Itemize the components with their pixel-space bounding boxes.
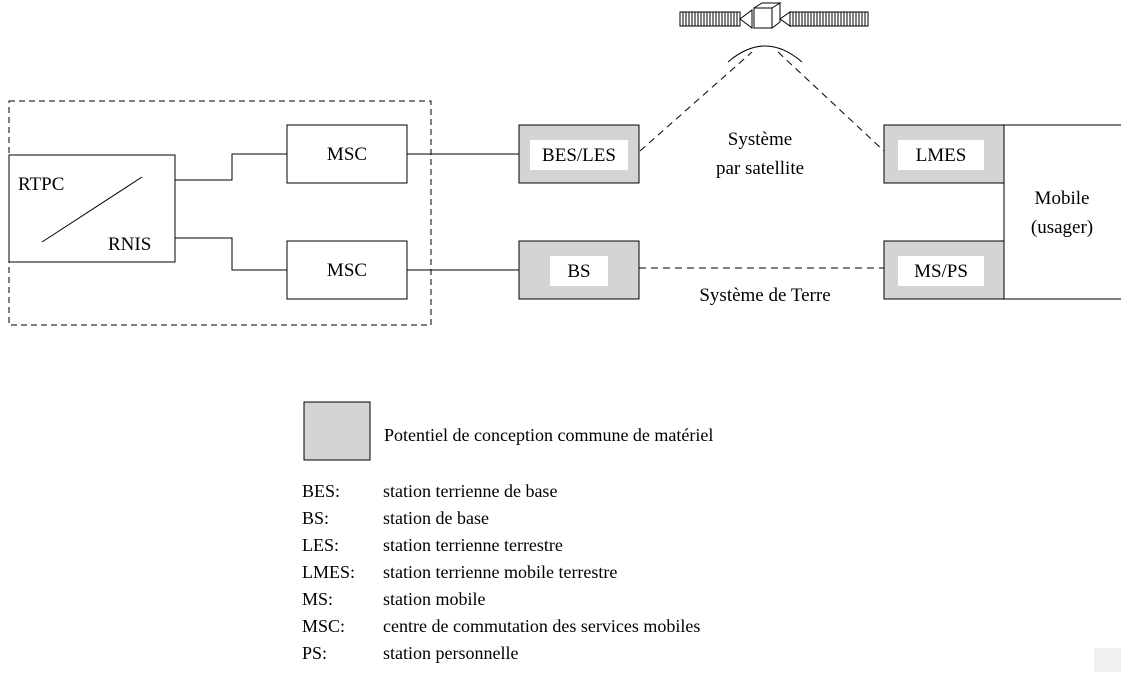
ms-ps-label-bg	[898, 256, 984, 286]
lmes-label: LMES	[916, 145, 967, 166]
bs-label-bg	[550, 256, 608, 286]
legend-desc: centre de commutation des services mobil…	[383, 616, 700, 636]
corner-mark	[1094, 648, 1121, 672]
satellite-beam-arc	[727, 45, 803, 63]
satellite-icon	[679, 2, 869, 29]
legend-abbr: LMES:	[302, 562, 355, 582]
mobile-label-line1: Mobile	[1035, 188, 1090, 209]
bes-les-label-bg	[530, 140, 628, 170]
link-satellite-lmes	[777, 51, 885, 152]
msc-top-label: MSC	[327, 144, 367, 165]
mobile-label-line2: (usager)	[1031, 217, 1093, 238]
legend-abbreviations: BES: station terrienne de base BS: stati…	[302, 481, 700, 663]
legend-abbr: MSC:	[302, 616, 345, 636]
legend-desc: station terrienne terrestre	[383, 535, 563, 555]
bes-les-label: BES/LES	[542, 145, 616, 166]
satellite-system-line2: par satellite	[716, 158, 804, 179]
msc-top-box	[286, 124, 408, 184]
bs-label: BS	[567, 261, 590, 282]
legend-desc: station mobile	[383, 589, 486, 609]
legend-shaded-text: Potentiel de conception commune de matér…	[384, 425, 713, 445]
legend-abbr: MS:	[302, 589, 333, 609]
legend-abbr: BES:	[302, 481, 340, 501]
rnis-label: RNIS	[108, 234, 151, 255]
link-rtpc-msc-top	[175, 153, 287, 181]
ms-ps-label: MS/PS	[914, 261, 968, 282]
legend-desc: station terrienne mobile terrestre	[383, 562, 617, 582]
rtpc-rnis-box	[8, 154, 176, 263]
legend-abbr: PS:	[302, 643, 327, 663]
link-satellite-bes	[639, 51, 753, 152]
msc-bottom-label: MSC	[327, 260, 367, 281]
legend-abbr: BS:	[302, 508, 329, 528]
mobile-user-region	[1003, 124, 1121, 300]
legend-desc: station personnelle	[383, 643, 518, 663]
satellite-system-line1: Système	[728, 129, 792, 150]
link-rnis-msc-bottom	[175, 237, 287, 271]
rtpc-rnis-divider	[41, 176, 143, 243]
legend-desc: station terrienne de base	[383, 481, 557, 501]
legend-abbr: LES:	[302, 535, 339, 555]
rtpc-label: RTPC	[18, 174, 64, 195]
legend-desc: station de base	[383, 508, 489, 528]
msc-bottom-box	[286, 240, 408, 300]
legend-shaded-swatch	[303, 401, 371, 461]
lmes-label-bg	[898, 140, 984, 170]
terrestrial-system-label: Système de Terre	[699, 285, 830, 306]
